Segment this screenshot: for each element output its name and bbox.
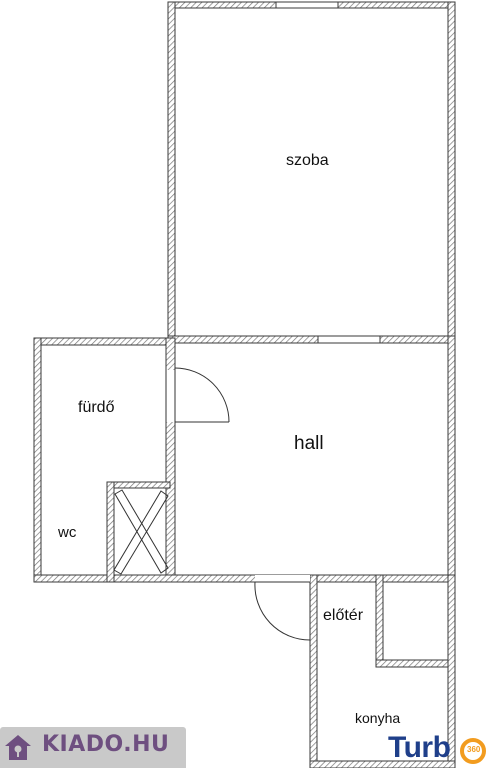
wall-bottom — [33, 574, 456, 583]
kiado-logo-text: KIADO.HU — [42, 732, 170, 757]
wall-furdo-left — [33, 337, 42, 583]
room-label-eloter: előtér — [323, 607, 364, 624]
wall-furdo-top — [33, 337, 175, 346]
window-partition — [317, 335, 381, 344]
door-openings — [166, 370, 310, 582]
wall-konyha-top — [375, 659, 456, 668]
wall-shaft-top — [106, 481, 171, 489]
door-furdo — [165, 367, 230, 423]
windows — [275, 1, 381, 344]
wall-konyha-right — [447, 574, 456, 768]
room-label-hall: hall — [294, 433, 324, 454]
house-key-icon — [5, 735, 31, 760]
wall-shaft-left — [106, 481, 115, 583]
wall-eloter-right — [375, 574, 384, 668]
wall-szoba-left — [167, 1, 176, 344]
room-label-furdo: fürdő — [78, 399, 115, 416]
wall-szoba-hall — [167, 335, 456, 344]
wall-hall-right — [447, 335, 456, 583]
wall-szoba-right — [447, 1, 456, 344]
room-label-wc: wc — [58, 524, 77, 541]
turbo-360-label: 360 — [467, 745, 481, 754]
turbo-360-icon — [460, 738, 486, 764]
kiado-watermark — [0, 727, 186, 768]
turbo-logo-text: Turb — [388, 731, 451, 764]
room-label-konyha: konyha — [355, 710, 401, 726]
shaft-cross — [113, 489, 169, 575]
room-label-szoba: szoba — [286, 152, 329, 169]
walls — [33, 1, 456, 768]
wall-eloter-left — [309, 574, 318, 768]
wall-konyha-bottom — [309, 760, 456, 768]
window-szoba-top — [275, 1, 339, 9]
door-eloter — [254, 581, 311, 644]
